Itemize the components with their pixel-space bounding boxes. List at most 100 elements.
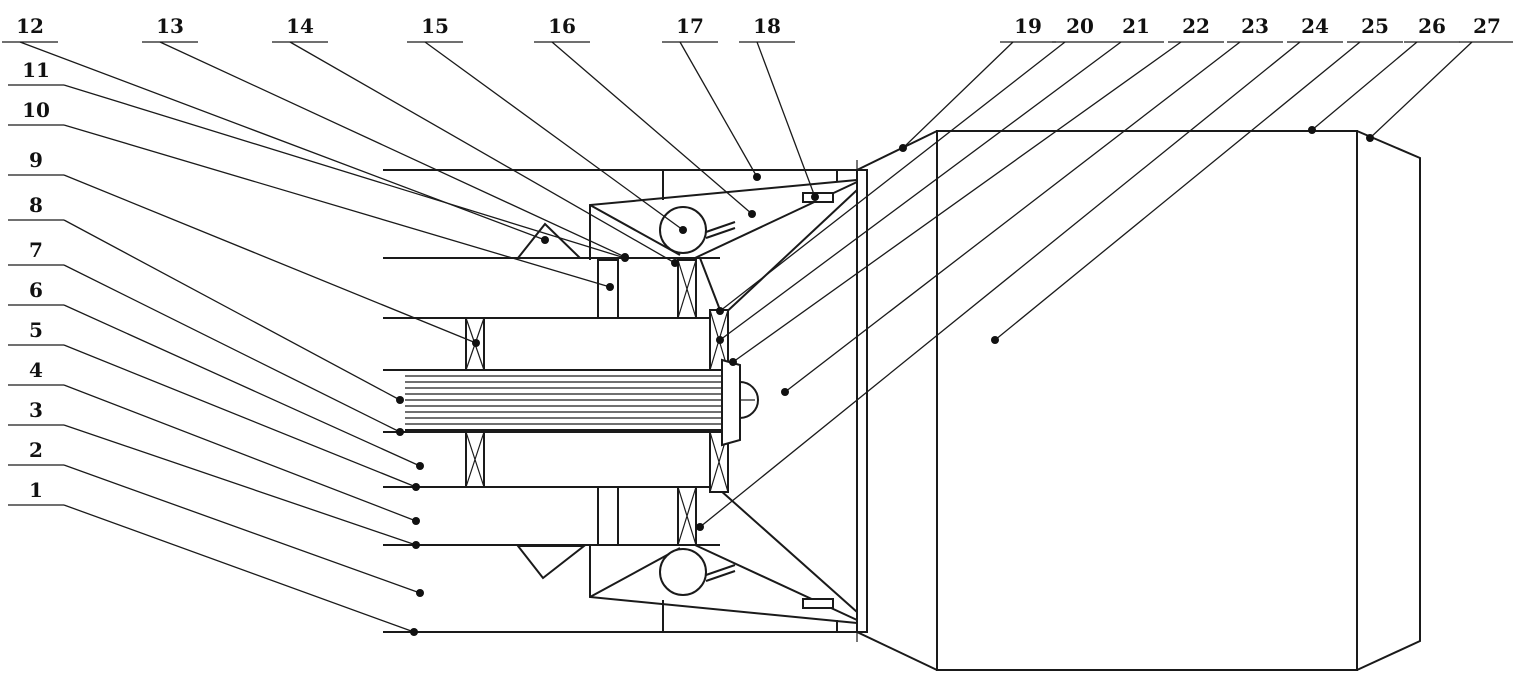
leader-line [756,41,816,198]
upper-bell [589,178,858,319]
motor-taper-top [856,130,938,171]
leader-line [551,41,753,215]
callout-label-17: 17 [676,14,704,38]
leader-dot [410,628,418,636]
leader-dot [716,307,724,315]
callout-label-25: 25 [1361,14,1389,38]
leader-dot [781,388,789,396]
leader-line [63,344,417,488]
leader-dot [753,173,761,181]
leader-dot [416,589,424,597]
callout-label-2: 2 [29,438,43,462]
layer-lines [383,257,725,546]
leader-dot [621,254,629,262]
lower-bell [589,489,858,624]
leader-line [699,41,1301,528]
motor-end-cap [1356,130,1421,671]
leader-dot [606,283,614,291]
callout-label-20: 20 [1066,14,1094,38]
leader-line [784,41,1241,393]
leader-dot [541,236,549,244]
callout-label-23: 23 [1241,14,1269,38]
leader-line [63,264,401,433]
callout-label-18: 18 [753,14,781,38]
callout-label-15: 15 [421,14,449,38]
leader-line [424,41,684,231]
callout-label-14: 14 [286,14,314,38]
leader-line [289,41,676,264]
callout-label-13: 13 [156,14,184,38]
leader-line [719,41,1066,312]
callout-label-6: 6 [29,278,43,302]
leader-line [63,174,477,344]
callout-label-21: 21 [1122,14,1150,38]
leader-dot [716,336,724,344]
callout-label-27: 27 [1473,14,1501,38]
leader-dot [671,259,679,267]
leader-dot [899,144,907,152]
bearings [465,259,729,546]
leader-line [63,424,417,546]
leader-dot [991,336,999,344]
leader-dot [412,541,420,549]
outer-housing [383,169,857,633]
callout-label-8: 8 [29,193,43,217]
leader-line [902,41,1014,149]
callout-label-19: 19 [1014,14,1042,38]
callout-label-26: 26 [1418,14,1446,38]
roller-bottom [659,548,707,596]
leader-dot [1308,126,1316,134]
leader-line [1369,41,1473,139]
leader-dot [396,396,404,404]
callout-label-22: 22 [1182,14,1210,38]
flange-plate-rect [856,169,868,633]
callout-label-9: 9 [29,148,43,172]
motor-body [936,130,1358,671]
leader-line [63,464,421,594]
leader-dot [1366,134,1374,142]
leader-dot [748,210,756,218]
leader-dot [396,428,404,436]
callout-label-7: 7 [29,238,43,262]
leader-line [63,124,611,288]
leader-dot [412,483,420,491]
shaft-end [721,358,759,447]
leader-line [679,41,758,178]
leader-line [732,41,1182,363]
leader-line [63,84,626,259]
motor-taper-bottom [856,631,938,671]
leader-line [63,384,417,522]
leader-dot [696,523,704,531]
callout-label-1: 1 [29,478,43,502]
leader-line [994,41,1361,341]
key-bottom [802,598,834,609]
leader-line [159,41,626,258]
leader-dot [679,226,687,234]
leader-line [63,504,415,633]
callout-label-24: 24 [1301,14,1329,38]
spacer-blocks [597,259,619,546]
callout-label-5: 5 [29,318,43,342]
leader-line [1311,41,1418,131]
leader-dot [412,517,420,525]
leader-line [63,304,421,467]
flange-plate [856,160,868,642]
wedge-bottom [515,545,587,580]
callout-label-12: 12 [16,14,44,38]
callout-label-11: 11 [22,58,50,82]
leader-dot [416,462,424,470]
leader-dot [811,193,819,201]
motor-housing [856,130,1421,671]
callout-label-4: 4 [29,358,43,382]
leader-lines [19,41,1473,636]
leader-dot [729,358,737,366]
callout-label-10: 10 [22,98,50,122]
wedge-top [515,222,583,259]
leader-line [63,219,401,401]
leader-dot [472,339,480,347]
callout-label-3: 3 [29,398,43,422]
leader-line [719,41,1122,341]
